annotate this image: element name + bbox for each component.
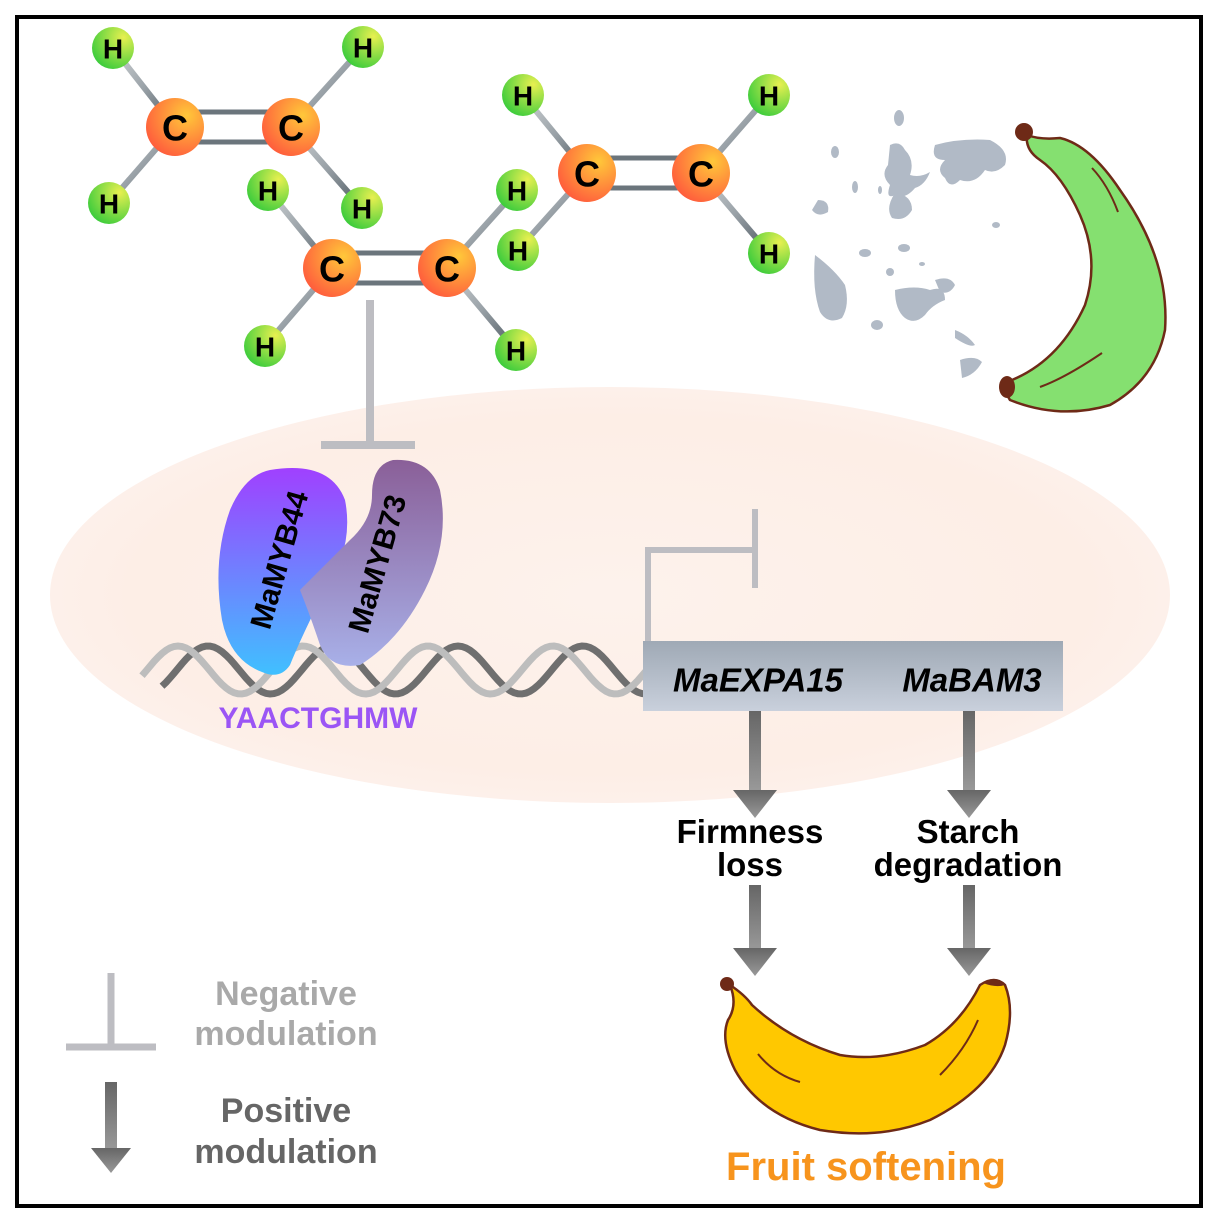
outcome-starch-line1: Starch [917, 813, 1020, 850]
hydrogen-label: H [506, 336, 526, 367]
hydrogen-label: H [103, 34, 123, 65]
hydrogen-atom-icon [88, 182, 130, 224]
carbon-label: C [319, 249, 345, 290]
gene-label-maexpa15: MaEXPA15 [673, 662, 844, 699]
legend-positive-arrow-icon [91, 1082, 131, 1173]
hydrogen-atom-icon [496, 169, 538, 211]
outcome-firmness-line1: Firmness [677, 813, 824, 850]
activation-arrows [733, 711, 991, 976]
hydrogen-label: H [352, 194, 372, 225]
hydrogen-label: H [258, 176, 278, 207]
carbon-label: C [278, 108, 304, 149]
nucleus [50, 387, 1170, 803]
hydrogen-label: H [507, 176, 527, 207]
hydrogen-label: H [99, 189, 119, 220]
carbon-atom-icon [146, 98, 204, 156]
carbon-label: C [434, 249, 460, 290]
hydrogen-label: H [508, 236, 528, 267]
carbon-label: C [162, 108, 188, 149]
legend: Negative modulation Positive modulation [66, 973, 378, 1173]
result-label: Fruit softening [726, 1145, 1006, 1189]
legend-negative-line1: Negative [215, 975, 357, 1013]
legend-negative-line2: modulation [194, 1015, 377, 1053]
hydrogen-atom-icon [748, 74, 790, 116]
hydrogen-atom-icon [502, 74, 544, 116]
carbon-atom-icon [418, 239, 476, 297]
arrow-expa15-to-firmness [733, 711, 777, 818]
arrow-starch-to-softening [947, 885, 991, 976]
gene-label-mabam3: MaBAM3 [902, 662, 1041, 699]
protein-mamyb73: MaMYB73 [300, 459, 443, 666]
hydrogen-atom-icon [495, 329, 537, 371]
unripe-banana-icon [999, 123, 1167, 413]
legend-positive-line2: modulation [194, 1133, 377, 1171]
hydrogen-atom-icon [247, 169, 289, 211]
promoter-inhibition-connector [645, 509, 758, 643]
ripe-banana-icon [720, 977, 1012, 1135]
target-genes-box: MaEXPA15 MaBAM3 [643, 641, 1063, 711]
carbon-atom-icon [558, 144, 616, 202]
gas-emission-icon [812, 110, 1006, 378]
hydrogen-label: H [759, 81, 779, 112]
carbon-label: C [574, 154, 600, 195]
hydrogen-label: H [513, 81, 533, 112]
carbon-atom-icon [303, 239, 361, 297]
arrow-bam3-to-starch [947, 711, 991, 818]
figure-frame [15, 15, 1203, 1208]
hydrogen-atom-icon [341, 187, 383, 229]
protein-mamyb44: MaMYB44 [218, 468, 348, 675]
binding-motif: YAACTGHMW [219, 702, 419, 735]
outcome-firmness-line2: loss [717, 846, 783, 883]
dna-helix [139, 642, 653, 698]
carbon-label: C [688, 154, 714, 195]
legend-negative-symbol-icon [66, 973, 156, 1051]
hydrogen-atom-icon [497, 229, 539, 271]
ethylene-inhibition-connector [321, 300, 415, 449]
hydrogen-label: H [255, 332, 275, 363]
legend-positive-line1: Positive [221, 1092, 351, 1130]
carbon-atom-icon [262, 98, 320, 156]
carbon-atom-icon [672, 144, 730, 202]
hydrogen-atom-icon [748, 232, 790, 274]
arrow-firmness-to-softening [733, 885, 777, 976]
hydrogen-atom-icon [92, 27, 134, 69]
hydrogen-label: H [759, 239, 779, 270]
hydrogen-atom-icon [244, 325, 286, 367]
outcome-starch-line2: degradation [874, 846, 1063, 883]
hydrogen-label: H [353, 33, 373, 64]
hydrogen-atom-icon [342, 26, 384, 68]
